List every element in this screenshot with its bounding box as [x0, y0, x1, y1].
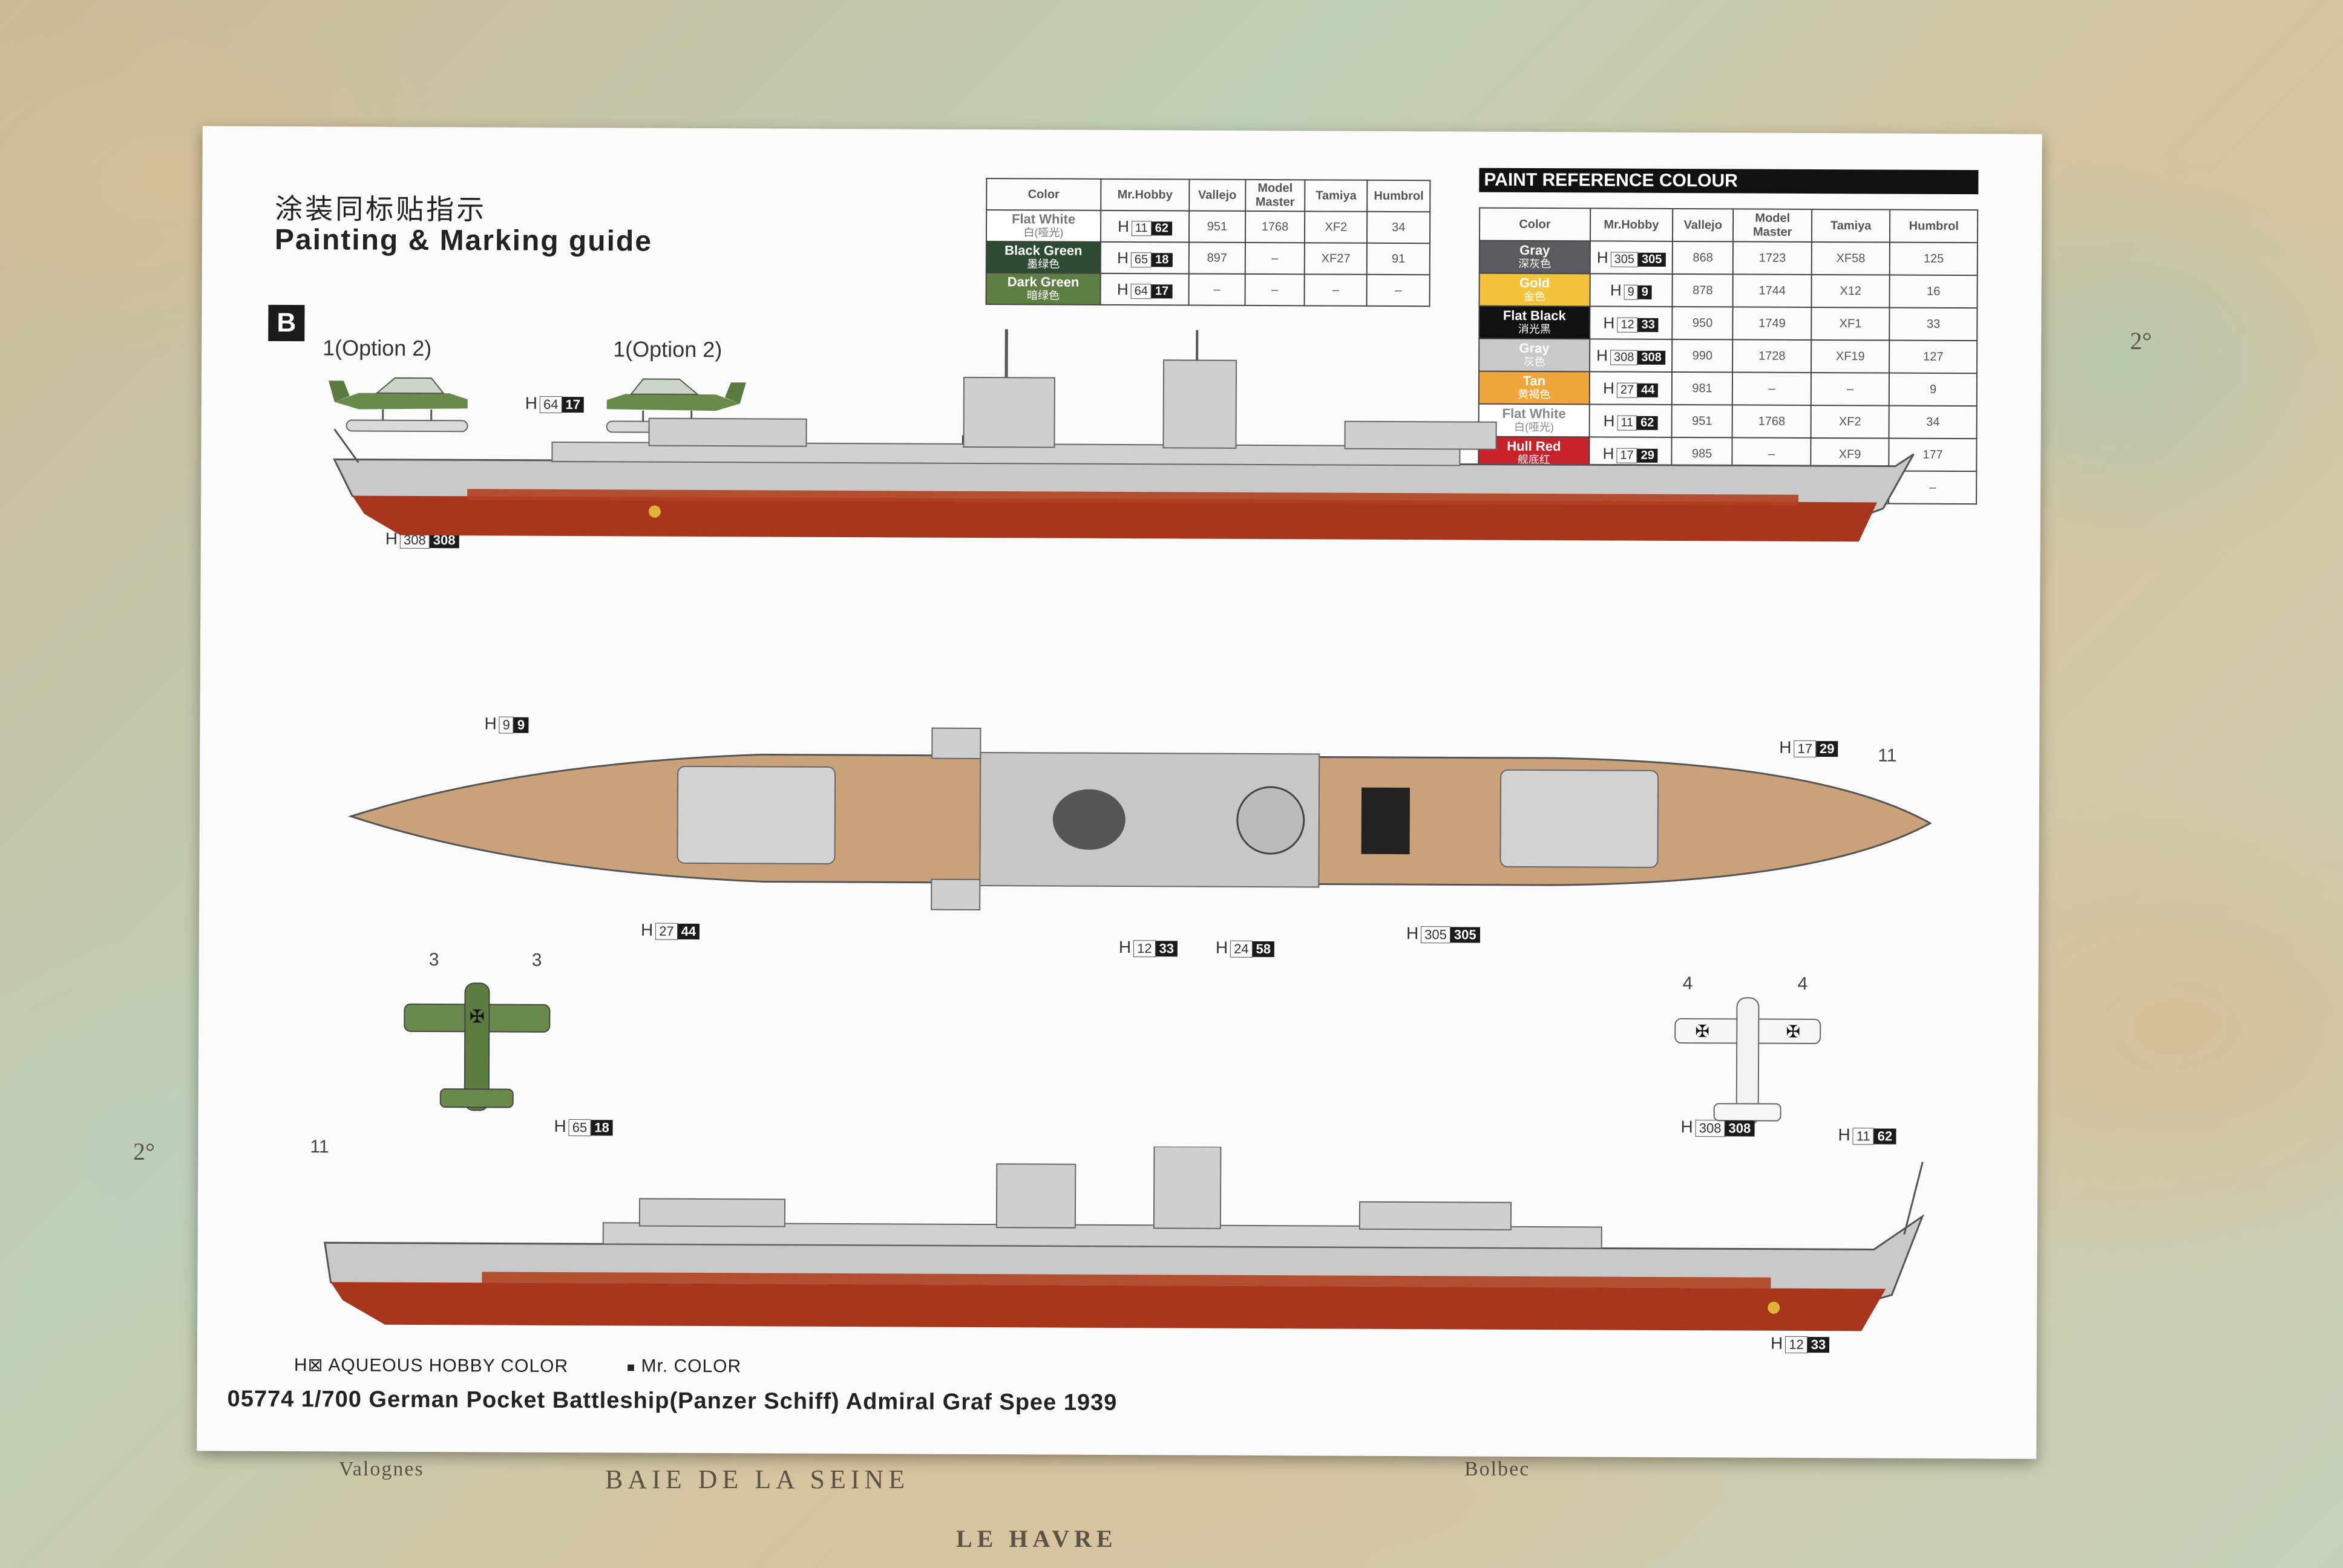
- model-master-value: –: [1245, 242, 1305, 275]
- header-cell: Tamiya: [1305, 180, 1368, 212]
- tamiya-value: XF2: [1304, 211, 1368, 243]
- ship-deck-plan: [347, 727, 1932, 910]
- legend-mr-color: ■ Mr. COLOR: [626, 1356, 742, 1377]
- part-number-4b: 4: [1797, 973, 1808, 994]
- header-cell: Humbrol: [1367, 180, 1430, 212]
- map-label: BAIE DE LA SEINE: [605, 1465, 910, 1494]
- map-label: 2°: [133, 1138, 155, 1165]
- vallejo-value: 897: [1188, 242, 1245, 274]
- part-number-3b: 3: [531, 950, 542, 970]
- tamiya-value: –: [1304, 274, 1368, 306]
- seaplane-top-view-camo: ✠: [404, 982, 551, 1111]
- model-master-value: 1768: [1245, 211, 1305, 243]
- svg-text:✠: ✠: [1695, 1022, 1709, 1040]
- title-chinese: 涂装同标贴指示: [275, 192, 487, 226]
- svg-text:✠: ✠: [1786, 1022, 1800, 1041]
- aircraft-color-table: Color Mr.Hobby Vallejo Model Master Tami…: [986, 178, 1431, 307]
- ship-side-profile-top: [332, 326, 1915, 542]
- header-cell: Model Master: [1733, 209, 1812, 242]
- map-label: 2°: [2130, 327, 2152, 354]
- vallejo-value: –: [1188, 273, 1245, 305]
- table-header-row: Color Mr.Hobby Vallejo Model Master Tami…: [1479, 207, 1978, 243]
- header-cell: Mr.Hobby: [1590, 208, 1673, 241]
- header-cell: Humbrol: [1890, 209, 1978, 243]
- humbrol-value: 91: [1367, 243, 1430, 275]
- legend-aqueous: H⊠ AQUEOUS HOBBY COLOR: [293, 1355, 569, 1377]
- paint-reference-title: PAINT REFERENCE COLOUR: [1479, 168, 1979, 195]
- instruction-sheet: 涂装同标贴指示 Painting & Marking guide B Color…: [197, 126, 2042, 1459]
- model-master-value: 1744: [1732, 274, 1812, 307]
- seaplane-side-left: [328, 377, 468, 433]
- map-label: Bolbec: [1464, 1458, 1530, 1480]
- humbrol-value: 125: [1890, 242, 1978, 276]
- seaplane-top-view-white: ✠ ✠: [1674, 997, 1821, 1126]
- humbrol-value: 34: [1367, 211, 1430, 244]
- map-label: LE HAVRE: [956, 1525, 1118, 1552]
- header-cell: Vallejo: [1189, 179, 1246, 211]
- humbrol-value: 16: [1889, 275, 1978, 309]
- header-cell: Vallejo: [1672, 208, 1734, 242]
- title-english: Painting & Marking guide: [274, 223, 653, 258]
- section-letter: B: [268, 304, 305, 342]
- header-cell: Tamiya: [1811, 209, 1890, 243]
- humbrol-value: –: [1366, 274, 1430, 307]
- svg-text:✠: ✠: [470, 1007, 485, 1027]
- header-cell: Model Master: [1245, 179, 1305, 212]
- model-master-value: –: [1245, 273, 1305, 306]
- vallejo-value: 878: [1672, 273, 1734, 307]
- table-header-row: Color Mr.Hobby Vallejo Model Master Tami…: [986, 178, 1430, 212]
- header-cell: Color: [986, 178, 1101, 211]
- tamiya-value: X12: [1811, 274, 1890, 308]
- tamiya-value: XF27: [1304, 243, 1368, 275]
- tamiya-value: XF58: [1811, 241, 1890, 275]
- part-number-4a: 4: [1682, 973, 1693, 994]
- header-cell: Color: [1479, 207, 1590, 241]
- header-cell: Mr.Hobby: [1101, 178, 1190, 211]
- ship-side-profile-bottom: [323, 1146, 1925, 1331]
- part-number-3a: 3: [428, 950, 439, 970]
- model-master-value: 1723: [1733, 241, 1812, 275]
- vallejo-value: 868: [1672, 241, 1734, 275]
- map-label: Valognes: [339, 1458, 424, 1480]
- vallejo-value: 951: [1188, 211, 1246, 243]
- seaplane-side-right: [606, 378, 746, 434]
- product-title: 05774 1/700 German Pocket Battleship(Pan…: [227, 1386, 1118, 1416]
